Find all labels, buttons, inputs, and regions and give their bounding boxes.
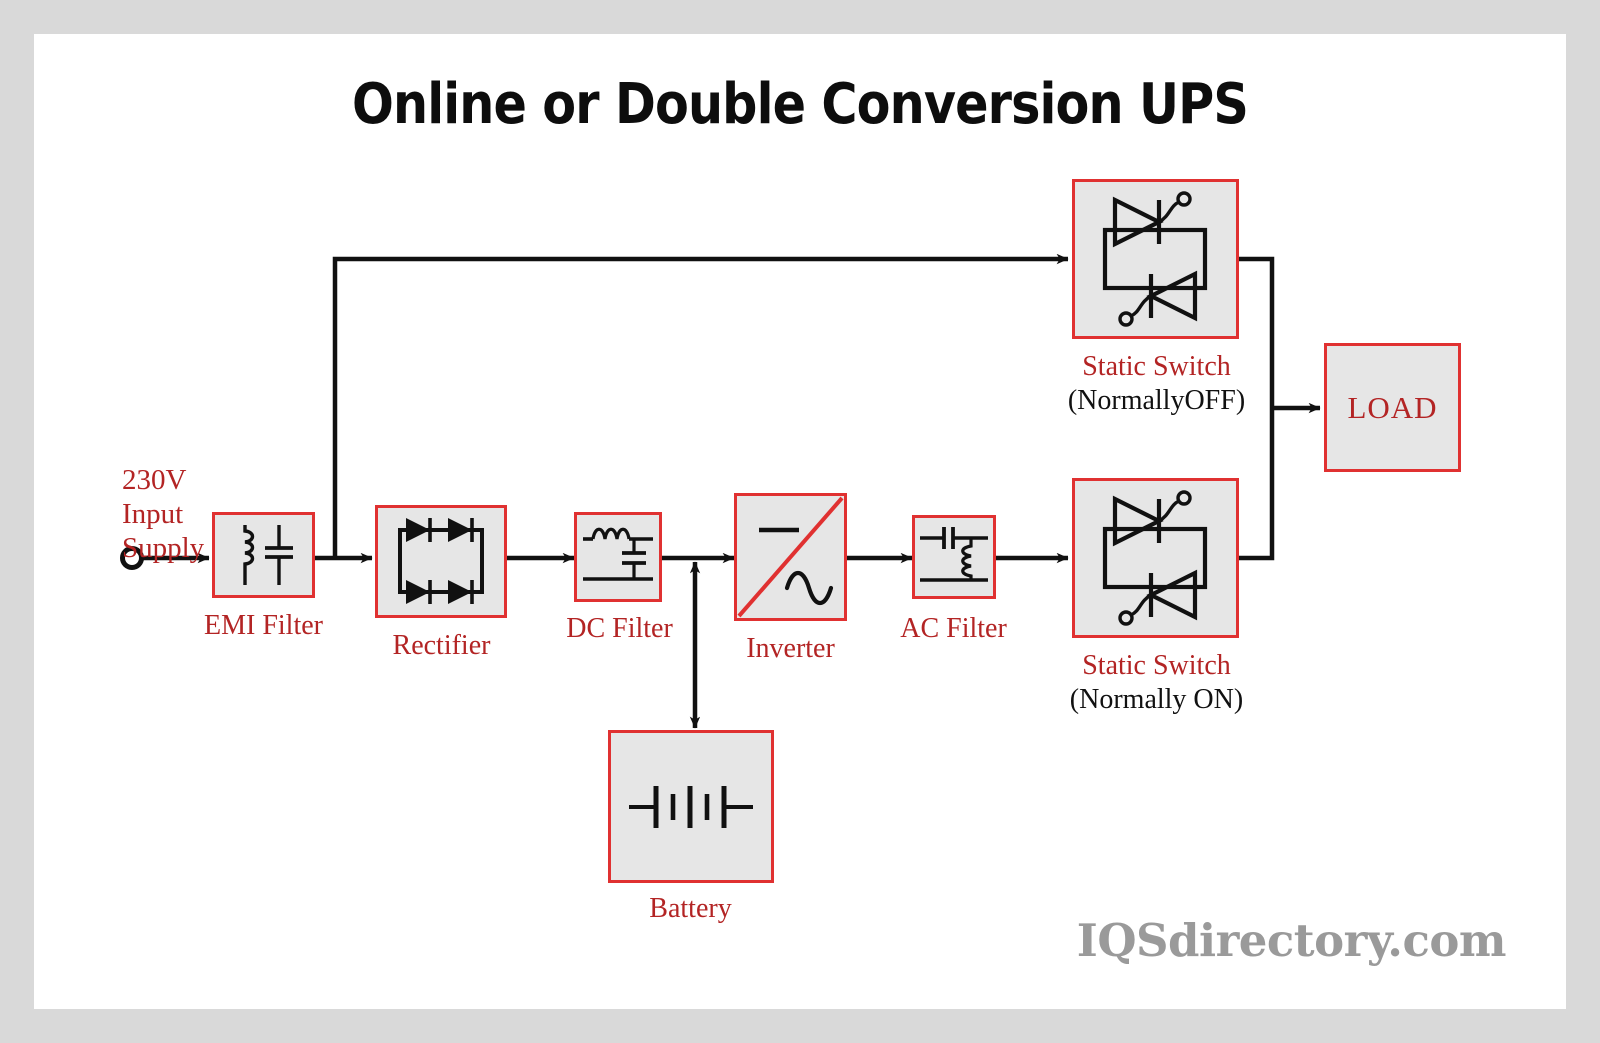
antiparallel-thyristor-icon [1102,490,1208,626]
static-switch-on-state: (Normally ON) [1069,683,1244,715]
label-static-switch-off: Static Switch (NormallyOFF) [1034,350,1279,417]
block-ac-filter[interactable] [912,515,996,599]
label-ac-filter: AC Filter [900,613,1007,644]
label-rectifier: Rectifier [392,630,491,661]
inverter-symbol [737,496,844,618]
input-supply-line1: 230V [122,464,187,496]
dc-filter-symbol [583,527,653,581]
diagram-canvas: Online or Double Conversion UPS [34,34,1566,1009]
block-static-switch-off[interactable] [1072,179,1239,339]
block-dc-filter[interactable] [574,512,662,602]
input-supply-label: 230V Input Supply [122,464,204,566]
emi-filter-symbol [243,525,293,585]
label-battery: Battery [649,893,732,924]
block-battery[interactable] [608,730,774,883]
input-supply-line2: Input [122,497,184,530]
label-dc-filter: DC Filter [566,613,673,644]
block-rectifier[interactable] [375,505,507,618]
rectifier-symbol [398,518,484,604]
antiparallel-thyristor-icon [1102,191,1208,327]
input-supply-line3: Supply [122,531,205,564]
static-switch-off-title: Static Switch [1082,351,1231,382]
static-switch-on-title: Static Switch [1082,650,1231,681]
site-watermark: IQSdirectory.com [1076,914,1507,967]
load-label: LOAD [1347,389,1438,425]
label-emi-filter: EMI Filter [204,610,323,641]
label-inverter: Inverter [746,633,835,664]
page-title: Online or Double Conversion UPS [352,72,1249,137]
static-switch-off-state: (NormallyOFF) [1067,384,1246,416]
block-emi-filter[interactable] [212,512,315,598]
battery-symbol [629,786,753,828]
block-static-switch-on[interactable] [1072,478,1239,638]
block-load[interactable]: LOAD [1324,343,1461,472]
block-inverter[interactable] [734,493,847,621]
label-static-switch-on: Static Switch (Normally ON) [1034,649,1279,716]
wire-static-switch-on-to-bus [1239,408,1275,561]
ac-filter-symbol [920,527,988,582]
